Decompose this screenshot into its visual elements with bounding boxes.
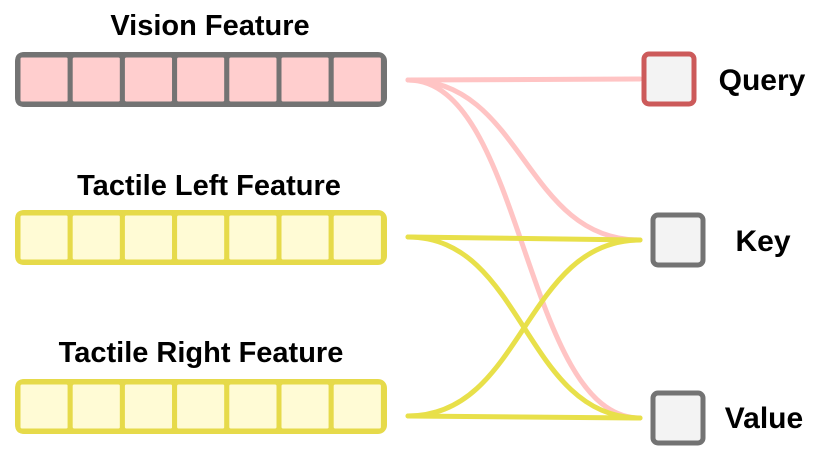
tactile-left-feature-label: Tactile Left Feature [77,170,341,202]
vision-token-cell [67,52,125,107]
key-label: Key [735,225,790,258]
vision-token-cell [328,52,386,107]
vision-token-cell [119,52,178,107]
tactile-left-token-cell [328,210,386,265]
tactile-right-token-cell [224,379,282,434]
tactile-left-token-cell [119,210,178,265]
vision-feature-label: Vision Feature [110,10,309,42]
vision-token-cell [172,52,230,107]
tactile-left-token-cell [224,210,282,265]
tactile-left-token-cell [15,210,73,265]
key-box [650,212,706,268]
tactile-right-token-cell [328,379,386,434]
value-box [650,390,706,446]
connections-layer [405,76,643,421]
tactile-right-feature-tokens [15,379,387,434]
connection-vision-to-query [405,76,643,83]
query-label: Query [719,64,806,97]
tactile-left-token-cell [172,210,230,265]
connection-tactile-right-to-value [405,413,643,421]
tactile-right-token-cell [119,379,178,434]
connection-tactile-right-to-key [405,237,643,419]
tactile-left-feature-tokens [15,210,387,265]
tactile-right-token-cell [172,379,230,434]
vision-feature-tokens [15,52,387,107]
connection-vision-to-key [405,77,643,243]
tactile-left-token-cell [67,210,125,265]
vision-token-cell [276,52,334,107]
tactile-right-token-cell [15,379,73,434]
tactile-left-token-cell [276,210,334,265]
connection-vision-to-value [405,77,643,421]
tactile-right-token-cell [276,379,334,434]
query-box [641,51,697,107]
value-label: Value [725,402,803,435]
tactile-right-feature-label: Tactile Right Feature [59,337,344,369]
tactile-right-token-cell [67,379,125,434]
vision-token-cell [224,52,282,107]
connection-tactile-left-to-key [405,234,643,243]
vision-token-cell [15,52,73,107]
